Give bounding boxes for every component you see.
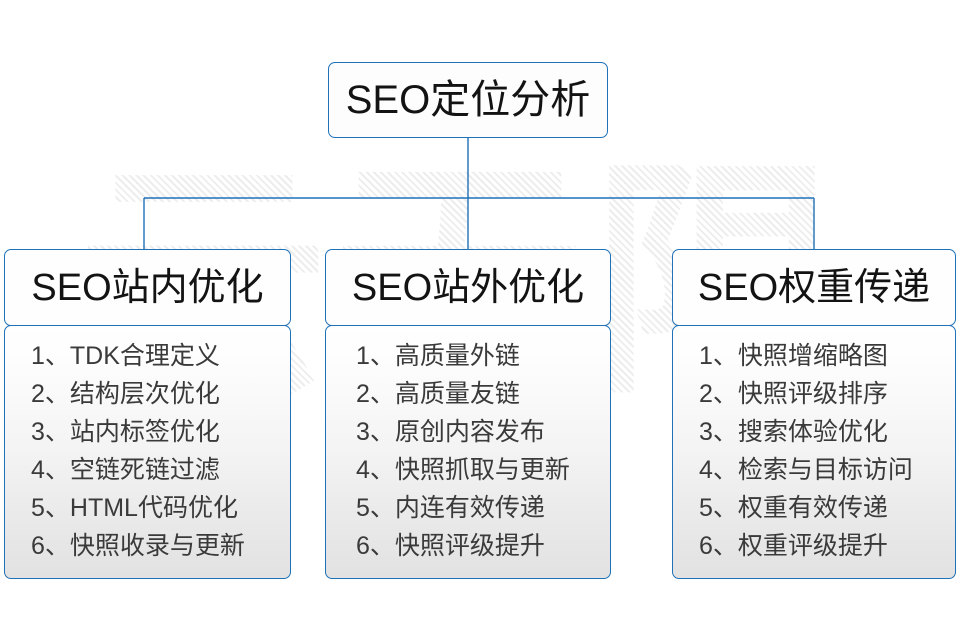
list-item: 3、站内标签优化 [31,418,220,446]
branch-body-2: 1、高质量外链 2、高质量友链 3、原创内容发布 4、快照抓取与更新 5、内连有… [325,325,611,579]
list-item: 2、高质量友链 [356,380,520,408]
branch-header-1-title: SEO站内优化 [31,266,264,309]
branch-column-3: SEO权重传递 1、快照增缩略图 2、快照评级排序 3、搜索体验优化 4、检索与… [672,249,956,579]
list-item: 4、空链死链过滤 [31,456,220,484]
branch-header-3-title: SEO权重传递 [697,266,931,309]
list-item: 5、内连有效传递 [356,494,545,522]
branch-header-2[interactable]: SEO站外优化 [325,249,611,326]
branch-header-1[interactable]: SEO站内优化 [4,249,291,326]
branch-column-2: SEO站外优化 1、高质量外链 2、高质量友链 3、原创内容发布 4、快照抓取与… [325,249,611,579]
list-item: 1、高质量外链 [356,342,520,370]
list-item: 5、权重有效传递 [699,494,888,522]
root-node[interactable]: SEO定位分析 [328,62,608,138]
branch-header-2-title: SEO站外优化 [351,266,585,309]
branch-body-1: 1、TDK合理定义 2、结构层次优化 3、站内标签优化 4、空链死链过滤 5、H… [4,325,291,579]
list-item: 1、TDK合理定义 [31,342,220,370]
list-item: 3、搜索体验优化 [699,418,888,446]
branch-column-1: SEO站内优化 1、TDK合理定义 2、结构层次优化 3、站内标签优化 4、空链… [4,249,291,579]
branch-body-3: 1、快照增缩略图 2、快照评级排序 3、搜索体验优化 4、检索与目标访问 5、权… [672,325,956,579]
list-item: 6、权重评级提升 [699,532,888,560]
list-item: 4、快照抓取与更新 [356,456,570,484]
list-item: 1、快照增缩略图 [699,342,888,370]
root-node-title: SEO定位分析 [345,78,591,122]
list-item: 2、快照评级排序 [699,380,888,408]
list-item: 5、HTML代码优化 [31,494,238,522]
list-item: 6、快照收录与更新 [31,532,245,560]
list-item: 2、结构层次优化 [31,380,220,408]
list-item: 6、快照评级提升 [356,532,545,560]
branch-header-3[interactable]: SEO权重传递 [672,249,956,326]
list-item: 4、检索与目标访问 [699,456,913,484]
list-item: 3、原创内容发布 [356,418,545,446]
